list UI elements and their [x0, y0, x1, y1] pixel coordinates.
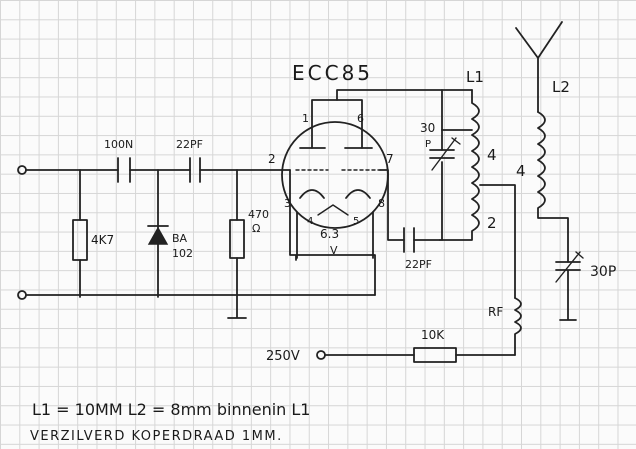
l1-lower-turns: 2: [487, 214, 497, 232]
diode-ba102: [147, 226, 169, 245]
pin-8: 8: [378, 197, 385, 210]
resistor-4k7-label: 4K7: [91, 233, 114, 247]
trimmer-antenna-label: 30P: [590, 264, 616, 280]
capacitor-100n: [117, 157, 131, 183]
pin-4: 4: [307, 216, 313, 227]
plate-supply-wire: [336, 89, 443, 131]
trimmer-30p-label: 30: [420, 121, 435, 135]
coil-tap-wire: [479, 184, 516, 299]
trimmer-30p: [429, 149, 455, 159]
resistor-10k: [413, 347, 457, 363]
input-terminal-top: [17, 165, 27, 175]
heater-unit: V: [330, 244, 338, 257]
coil-l1: [439, 89, 480, 241]
coil-l2: [537, 111, 569, 263]
pin-6: 6: [357, 112, 364, 125]
pin-2: 2: [268, 152, 276, 166]
trimmer-30p-unit: P: [425, 139, 431, 150]
capacitor-22pf-grid-label: 22PF: [176, 138, 203, 151]
supply-terminal: [316, 350, 326, 360]
pin-5: 5: [353, 216, 359, 227]
tank-top: [441, 89, 473, 131]
trimmer-antenna-arrow: [555, 251, 584, 283]
resistor-4k7: [72, 219, 88, 261]
resistor-470: [229, 219, 245, 259]
coil-l2-label: L2: [552, 78, 570, 96]
pin-7: 7: [386, 152, 394, 166]
feedback-wire: [379, 169, 441, 241]
note-wire-spec: VERZILVERD KOPERDRAAD 1MM.: [30, 429, 283, 444]
pin-1: 1: [302, 112, 309, 125]
trimmer-antenna: [555, 261, 581, 321]
capacitor-100n-label: 100N: [104, 138, 133, 151]
cathode-wires: [289, 169, 376, 296]
pin-3: 3: [284, 197, 291, 210]
rf-choke: [514, 297, 522, 356]
resistor-470-leads: [227, 169, 247, 319]
coil-l1-label: L1: [466, 68, 484, 86]
diode-label: BA: [172, 232, 188, 245]
tube-name: ECC85: [292, 61, 373, 85]
diode-number: 102: [172, 247, 193, 260]
junctions: [79, 294, 159, 298]
input-terminal-bottom: [17, 290, 27, 300]
tube-cathodes: [299, 189, 371, 199]
rf-choke-label: RF: [488, 305, 503, 319]
note-coil-dimensions: L1 = 10MM L2 = 8mm binnenin L1: [32, 400, 310, 419]
l2-turns: 4: [516, 162, 526, 180]
capacitor-22pf-feedback: [403, 227, 415, 253]
supply-label: 250V: [266, 349, 300, 364]
antenna: [515, 21, 563, 113]
heater-wires: [296, 211, 374, 259]
trimmer-arrow: [431, 137, 461, 171]
capacitor-22pf-grid: [189, 157, 201, 183]
resistor-470-unit: Ω: [252, 222, 260, 235]
tube-heater: [317, 204, 349, 216]
resistor-10k-label: 10K: [421, 328, 445, 342]
capacitor-22pf-feedback-label: 22PF: [405, 258, 432, 271]
heater-voltage: 6.3: [320, 227, 339, 241]
l1-upper-turns: 4: [487, 146, 497, 164]
resistor-470-label: 470: [248, 208, 269, 221]
